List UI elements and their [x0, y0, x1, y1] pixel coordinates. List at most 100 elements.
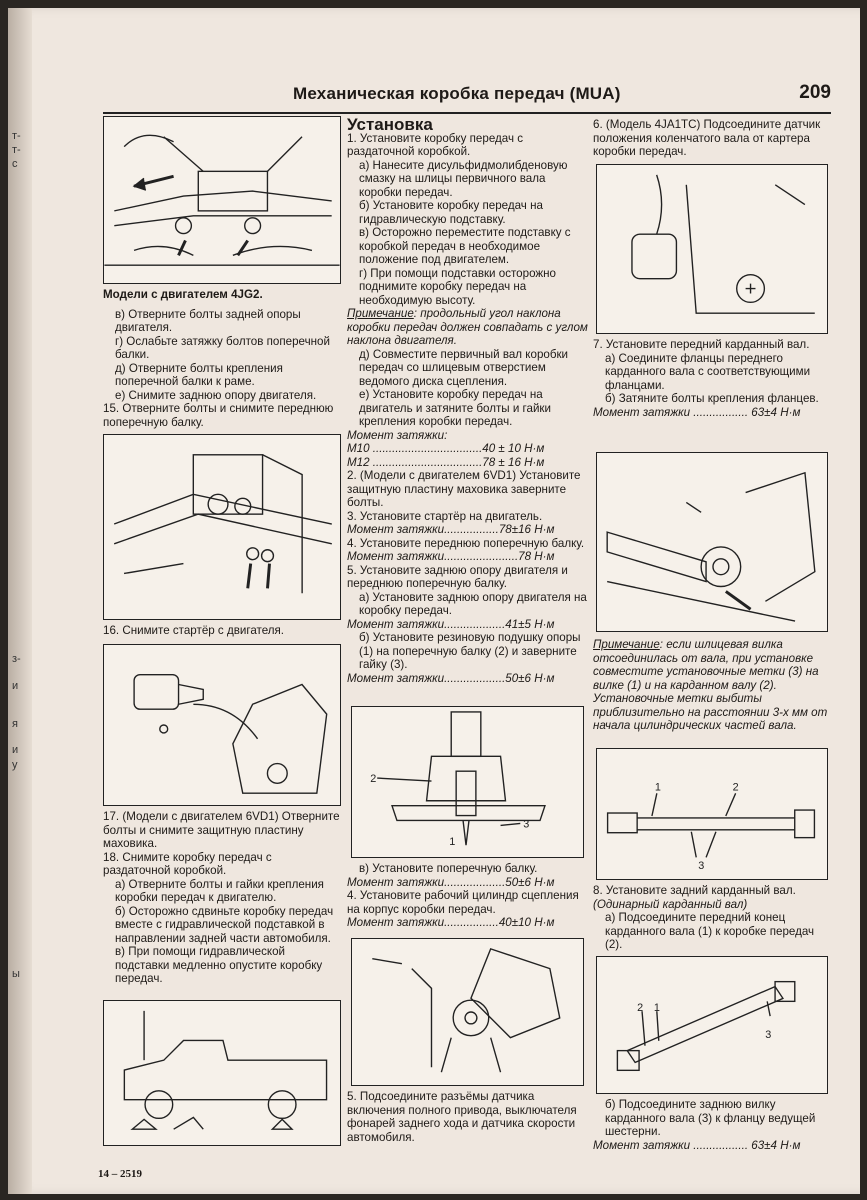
column-middle-top: Установка 1. Установите коробку передач … — [347, 115, 588, 685]
edge-text: с — [12, 158, 18, 170]
edge-text: ы — [12, 968, 20, 980]
edge-text: з- — [12, 653, 21, 665]
note-label: Примечание — [593, 638, 660, 651]
sensor-drawing — [631, 174, 815, 314]
edge-text: и — [12, 680, 19, 692]
page-title: Механическая коробка передач (MUA) — [293, 84, 621, 103]
step-text: 2. (Модели с двигателем 6VD1) Установите… — [347, 469, 581, 509]
figure-truck-jack — [103, 1000, 341, 1146]
fig-label: 2 — [370, 773, 376, 785]
figure-rear-engine-mount — [103, 116, 341, 284]
fig-label: 3 — [765, 1029, 771, 1041]
page-header: Механическая коробка передач (MUA) 209 — [103, 82, 831, 114]
torque-m10: М10 ..................................40… — [347, 442, 545, 455]
step-text: б) Подсоедините заднюю вилку карданного … — [605, 1098, 816, 1138]
column-middle-bottom: 5. Подсоедините разъёмы датчика включени… — [347, 1090, 588, 1144]
column-right-bottom: б) Подсоедините заднюю вилку карданного … — [593, 1098, 831, 1152]
figure-spline-yoke: 1 2 3 — [596, 748, 828, 880]
step-text: б) Осторожно сдвиньте коробку передач вм… — [115, 904, 334, 945]
front-shaft-drawing — [606, 471, 816, 622]
step-text: в) При помощи гидравлической подставки м… — [115, 945, 323, 985]
step-text: г) Ослабьте затяжку болтов поперечной ба… — [115, 334, 330, 362]
page-footer: 14 – 2519 — [98, 1168, 142, 1180]
step-text: 8. Установите задний карданный вал. — [593, 884, 796, 897]
torque-value: Момент затяжки ................. 63±4 Н·… — [593, 1138, 801, 1152]
step-text: б) Затяните болты крепления фланцев. — [605, 392, 819, 405]
starter-drawing — [133, 673, 328, 794]
figure-crankshaft-sensor — [596, 164, 828, 334]
torque-value: Момент затяжки.................78±16 Н·м — [347, 523, 555, 536]
step-text: а) Установите заднюю опору двигателя на … — [359, 590, 587, 618]
section-heading: Установка — [347, 115, 433, 134]
torque-value: Момент затяжки...................50±6 Н·… — [347, 875, 555, 889]
step-text: д) Совместите первичный вал коробки пере… — [359, 347, 569, 388]
torque-value: Момент затяжки.................40±10 Н·м — [347, 916, 555, 929]
step-text: (Одинарный карданный вал) — [593, 897, 748, 911]
step-text: в) Осторожно переместите подставку с кор… — [359, 226, 571, 266]
column-left-bottom: 17. (Модели с двигателем 6VD1) Отверните… — [103, 810, 341, 986]
previous-page-edge: т- т- с з- и я и у ы — [8, 8, 32, 1194]
step-text: 4. Установите рабочий цилиндр сцепления … — [347, 889, 579, 916]
figure-starter-removal — [103, 644, 341, 806]
fig-label: 2 — [733, 781, 739, 793]
column-middle-mid: в) Установите поперечную балку. Момент з… — [347, 862, 588, 930]
step-text: д) Отверните болты крепления поперечной … — [115, 361, 283, 389]
fig-label: 1 — [654, 1002, 660, 1014]
engine-mount-drawing — [104, 134, 340, 266]
edge-text: т- — [12, 144, 21, 156]
torque-m12: М12 ..................................78… — [347, 455, 545, 469]
figure-front-propeller-shaft — [596, 452, 828, 632]
edge-text: у — [12, 759, 18, 771]
step-text: 5. Подсоедините разъёмы датчика включени… — [347, 1090, 577, 1144]
step-text: 3. Установите стартёр на двигатель. — [347, 509, 543, 523]
step-text: 5. Установите заднюю опору двигателя и п… — [347, 563, 568, 591]
torque-label: Момент затяжки: — [347, 428, 448, 442]
step-text: 4. Установите переднюю поперечную балку. — [347, 536, 585, 550]
torque-value: Момент затяжки...................50±6 Н·… — [347, 671, 555, 685]
fig-label: 1 — [449, 836, 455, 848]
step-text: б) Установите коробку передач на гидравл… — [359, 199, 543, 226]
figure-caption: 16. Снимите стартёр с двигателя. — [103, 624, 285, 637]
step-text: а) Соедините фланцы переднего карданного… — [605, 351, 811, 392]
column-right-note: Примечание: если шлицевая вилка отсоедин… — [593, 638, 831, 733]
column-left-top: Модели с двигателем 4JG2. в) Отверните б… — [103, 288, 341, 429]
crossmember-drawing — [113, 454, 332, 594]
step-text: 1. Установите коробку передач с раздаточ… — [347, 131, 524, 159]
step-text: в) Установите поперечную балку. — [359, 862, 538, 875]
column-left-caption2: 16. Снимите стартёр с двигателя. — [103, 624, 341, 638]
note-text: : продольный угол наклона коробки переда… — [347, 307, 588, 347]
step-text: в) Отверните болты задней опоры двигател… — [115, 307, 301, 335]
column-right-mid1: 7. Установите передний карданный вал. а)… — [593, 338, 831, 419]
fig-label: 3 — [698, 860, 704, 872]
note-text: : если шлицевая вилка отсоединилась от в… — [593, 638, 828, 732]
note: Примечание: если шлицевая вилка отсоедин… — [593, 638, 831, 733]
edge-text: т- — [12, 130, 21, 142]
note-label: Примечание — [347, 307, 414, 320]
step-text: 17. (Модели с двигателем 6VD1) Отверните… — [103, 810, 340, 850]
step-text: а) Подсоедините передний конец карданног… — [605, 911, 815, 951]
step-text: 6. (Модель 4JA1TC) Подсоедините датчик п… — [593, 118, 821, 158]
step-text: е) Установите коробку передач на двигате… — [359, 388, 551, 428]
column-right-mid2: 8. Установите задний карданный вал. (Оди… — [593, 884, 831, 952]
step-text: б) Установите резиновую подушку опоры (1… — [359, 631, 581, 671]
fig-label: 3 — [523, 818, 529, 830]
figure-clutch-cylinder — [351, 938, 584, 1086]
step-text: 15. Отверните болты и снимите переднюю п… — [103, 402, 334, 429]
torque-value: Момент затяжки...................41±5 Н·… — [347, 617, 555, 631]
column-right-top: 6. (Модель 4JA1TC) Подсоедините датчик п… — [593, 118, 831, 159]
fig-label: 2 — [637, 1002, 643, 1014]
manual-page: т- т- с з- и я и у ы Механическая коробк… — [8, 8, 860, 1194]
figure-rear-propeller-shaft: 2 1 3 — [596, 956, 828, 1094]
step-text: е) Снимите заднюю опору двигателя. — [115, 388, 317, 402]
page-number: 209 — [799, 82, 831, 103]
step-text: а) Нанесите дисульфидмолибденовую смазку… — [359, 158, 568, 199]
yoke-drawing: 1 2 3 — [606, 781, 816, 872]
clutch-drawing — [372, 948, 561, 1073]
edge-text: я — [12, 718, 18, 730]
fig-label: 1 — [655, 781, 661, 793]
step-text: г) При помощи подставки осторожно подним… — [359, 266, 557, 307]
cushion-drawing: 2 1 3 — [370, 711, 546, 848]
rear-shaft-drawing: 2 1 3 — [616, 980, 796, 1072]
torque-value: Момент затяжки.......................78 … — [347, 550, 555, 563]
note: Примечание: продольный угол наклона коро… — [347, 307, 588, 348]
